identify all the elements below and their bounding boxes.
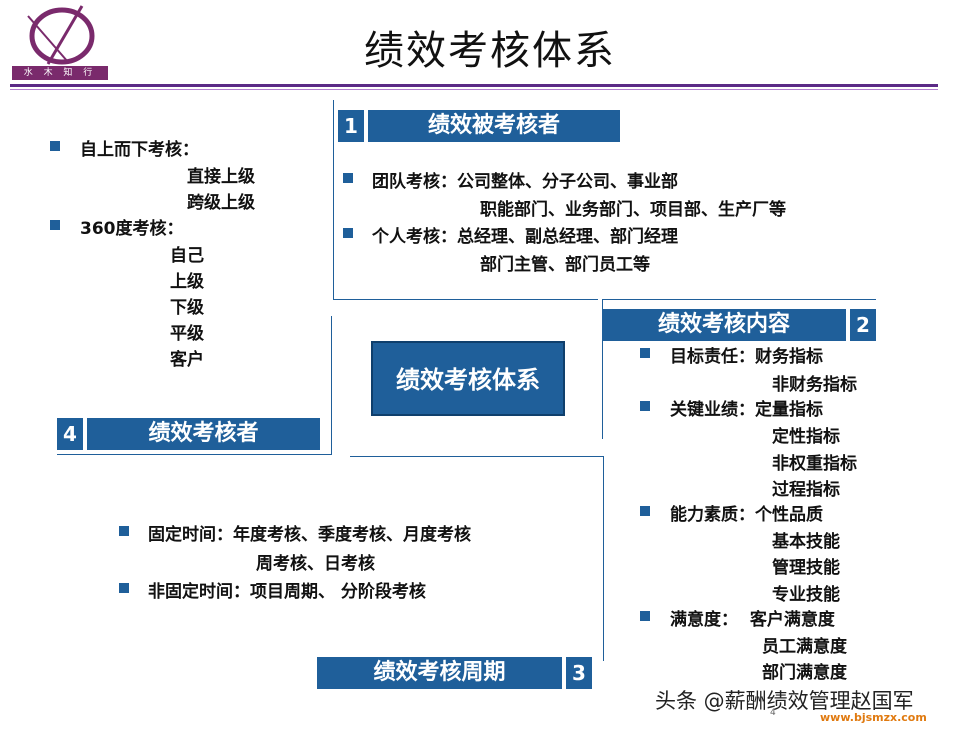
content-sub: 基本技能 [772, 532, 840, 552]
bullet-icon [640, 401, 650, 411]
content-head: 满意度： 客户满意度 [670, 610, 835, 630]
section-2-number: 2 [850, 309, 876, 341]
evaluatees-line: 个人考核：总经理、副总经理、部门经理 [372, 227, 678, 247]
section-1-label: 绩效被考核者 [368, 110, 620, 142]
section-3-divider-h [350, 456, 604, 457]
logo-emblem-icon [27, 5, 95, 65]
evaluators-line: 上级 [170, 272, 204, 292]
evaluators-line: 跨级上级 [187, 193, 255, 213]
evaluators-line: 360度考核： [80, 219, 184, 239]
section-1-number: 1 [338, 110, 364, 142]
section-3-number: 3 [566, 657, 592, 689]
evaluators-line: 自上而下考核： [80, 140, 199, 160]
title-rule [10, 84, 938, 87]
evaluators-line: 客户 [170, 350, 204, 370]
bullet-icon [50, 220, 60, 230]
center-label: 绩效考核体系 [371, 341, 565, 416]
evaluators-line: 平级 [170, 324, 204, 344]
section-4-label: 绩效考核者 [87, 418, 320, 450]
content-head: 关键业绩：定量指标 [670, 400, 823, 420]
content-head: 目标责任：财务指标 [670, 347, 823, 367]
content-sub: 非财务指标 [772, 375, 857, 395]
section-2-divider-v [602, 299, 603, 439]
bullet-icon [119, 583, 129, 593]
content-sub: 管理技能 [772, 558, 840, 578]
bullet-icon [640, 348, 650, 358]
content-head: 能力素质：个性品质 [670, 505, 823, 525]
evaluators-line: 下级 [170, 298, 204, 318]
evaluators-line: 自己 [170, 246, 204, 266]
section-3-divider-v [603, 456, 604, 661]
content-sub: 部门满意度 [762, 663, 847, 683]
evaluators-line: 直接上级 [187, 167, 255, 187]
bullet-icon [343, 173, 353, 183]
title-rule-thin [10, 89, 938, 90]
section-4-number: 4 [57, 418, 83, 450]
section-1-divider-v [333, 100, 334, 300]
bullet-icon [50, 141, 60, 151]
evaluatees-line: 团队考核：公司整体、分子公司、事业部 [372, 172, 678, 192]
section-4-divider-v [331, 316, 332, 454]
page-number: 4 [770, 708, 776, 718]
logo-text: 水 木 知 行 [12, 66, 108, 80]
cycle-line: 周考核、日考核 [256, 554, 375, 574]
bullet-icon [640, 611, 650, 621]
bullet-icon [343, 228, 353, 238]
section-3-label: 绩效考核周期 [317, 657, 562, 689]
section-4-divider-h [57, 454, 332, 455]
bullet-icon [119, 526, 129, 536]
section-2-divider-h [602, 299, 876, 300]
page-title: 绩效考核体系 [364, 28, 616, 74]
evaluatees-line: 部门主管、部门员工等 [480, 255, 650, 275]
logo: 水 木 知 行 [8, 4, 108, 82]
section-1-divider-h [333, 299, 598, 300]
footer-url: www.bjsmzx.com [820, 711, 927, 724]
content-sub: 非权重指标 [772, 454, 857, 474]
cycle-line: 固定时间：年度考核、季度考核、月度考核 [148, 525, 471, 545]
cycle-line: 非固定时间：项目周期、 分阶段考核 [148, 582, 426, 602]
content-sub: 员工满意度 [762, 637, 847, 657]
watermark-text: 头条 @薪酬绩效管理赵国军 [655, 689, 914, 713]
content-sub: 专业技能 [772, 585, 840, 605]
content-sub: 过程指标 [772, 480, 840, 500]
bullet-icon [640, 506, 650, 516]
evaluatees-line: 职能部门、业务部门、项目部、生产厂等 [480, 200, 786, 220]
content-sub: 定性指标 [772, 427, 840, 447]
section-2-label: 绩效考核内容 [602, 309, 846, 341]
